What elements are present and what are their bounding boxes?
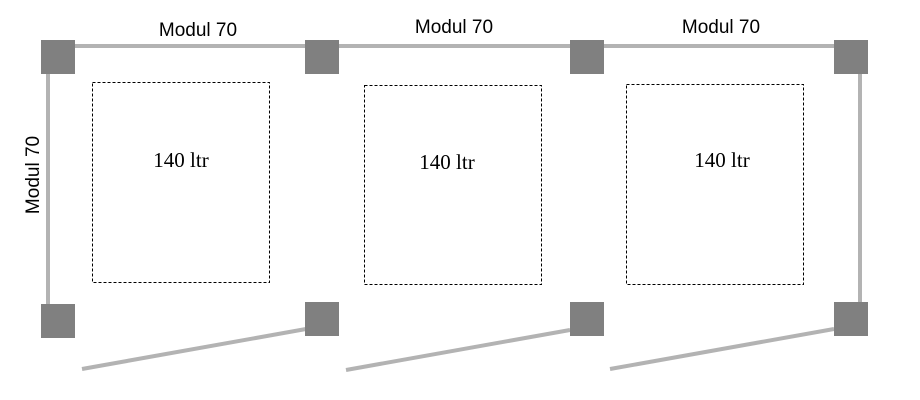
post-bottom-3 bbox=[570, 302, 604, 336]
post-top-4 bbox=[834, 40, 868, 74]
gate-3 bbox=[609, 327, 835, 371]
posts bbox=[41, 40, 868, 338]
container-label-1: 140 ltr bbox=[153, 148, 208, 172]
container-label-2: 140 ltr bbox=[419, 150, 474, 174]
dimension-label-top-1: Modul 70 bbox=[159, 20, 237, 41]
post-top-3 bbox=[570, 40, 604, 74]
post-top-2 bbox=[305, 40, 339, 74]
dimension-label-top-3: Modul 70 bbox=[682, 17, 760, 38]
dimension-label-left: Modul 70 bbox=[23, 136, 44, 214]
post-bottom-4 bbox=[834, 302, 868, 336]
post-bottom-1 bbox=[41, 304, 75, 338]
rails bbox=[46, 44, 862, 372]
post-bottom-2 bbox=[305, 302, 339, 336]
dimension-label-top-2: Modul 70 bbox=[415, 17, 493, 38]
container-label-3: 140 ltr bbox=[694, 148, 749, 172]
post-top-1 bbox=[41, 40, 75, 74]
container-box-1 bbox=[92, 82, 270, 283]
container-boxes bbox=[92, 82, 804, 285]
gate-2 bbox=[345, 328, 571, 372]
container-box-3 bbox=[626, 84, 804, 285]
gate-1 bbox=[81, 327, 307, 371]
container-box-2 bbox=[364, 85, 542, 285]
